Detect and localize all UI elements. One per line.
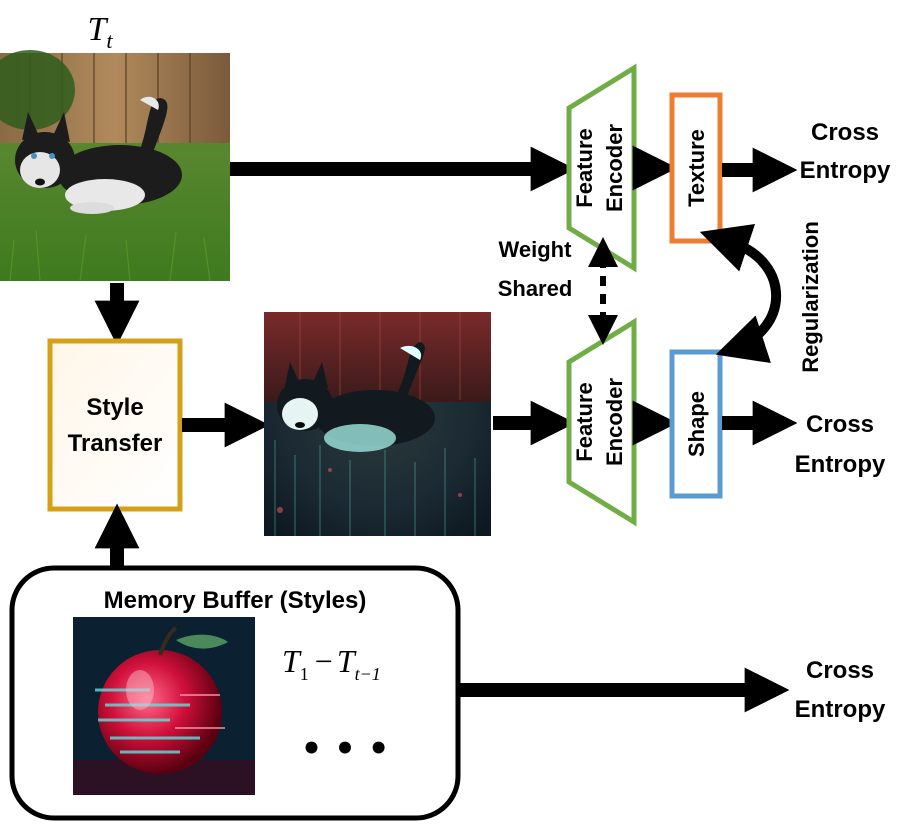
weight-shared-label-1: Weight: [499, 237, 573, 262]
shape-label: Shape: [684, 391, 709, 457]
encoder-top-label-2: Encoder: [602, 124, 627, 212]
memory-buffer-box: Memory Buffer (Styles) T1−Tt−1 • • •: [9, 565, 461, 821]
feature-encoder-top: Feature Encoder: [566, 63, 637, 273]
encoder-top-label-1: Feature: [572, 128, 597, 207]
encoder-bottom-label-1: Feature: [572, 382, 597, 461]
loss-mid-label-1: Cross: [806, 411, 874, 438]
regularization-label: Regularization: [798, 221, 823, 373]
shape-head: Shape: [669, 349, 723, 499]
regularization-arrow: [699, 224, 782, 364]
task-label: Tt: [87, 11, 113, 53]
style-transfer-box: Style Transfer: [47, 338, 183, 512]
memory-buffer-title: Memory Buffer (Styles): [104, 587, 367, 614]
style-transfer-label-2: Transfer: [68, 430, 163, 457]
style-apple-image: [73, 617, 255, 795]
texture-head: Texture: [669, 92, 723, 244]
input-dog-image: [0, 50, 230, 282]
memory-ellipsis: • • •: [301, 729, 390, 769]
loss-mid-label-2: Entropy: [795, 451, 886, 478]
weight-shared-label-2: Shared: [498, 276, 573, 301]
feature-encoder-bottom: Feature Encoder: [566, 317, 637, 527]
style-transfer-label-1: Style: [86, 394, 143, 421]
loss-bottom-label-1: Cross: [806, 657, 874, 684]
loss-top-label-1: Cross: [811, 119, 879, 146]
texture-label: Texture: [684, 129, 709, 207]
loss-bottom-label-2: Entropy: [795, 696, 886, 723]
memory-range-label: T1−Tt−1: [282, 643, 381, 684]
encoder-bottom-label-2: Encoder: [602, 378, 627, 466]
stylized-dog-image: [264, 312, 491, 536]
loss-top-label-2: Entropy: [800, 157, 891, 184]
